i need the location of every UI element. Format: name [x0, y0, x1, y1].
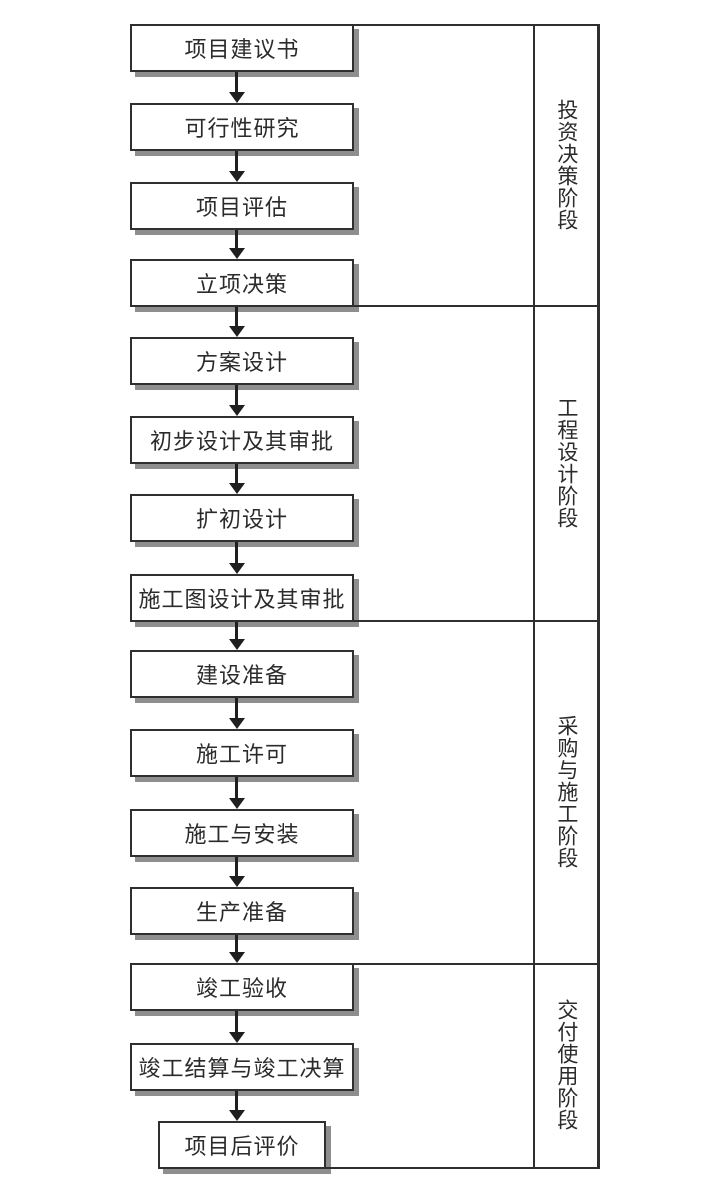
down-arrow-stem [235, 698, 238, 719]
down-arrow-stem [235, 542, 238, 564]
down-arrow-icon [229, 92, 245, 103]
box-expanded-preliminary-design: 扩初设计 [130, 494, 354, 542]
box-production-preparation: 生产准备 [130, 887, 354, 935]
down-arrow-stem [235, 230, 238, 249]
box-scheme-design: 方案设计 [130, 337, 354, 385]
down-arrow-icon [229, 1110, 245, 1121]
down-arrow-icon [229, 171, 245, 182]
down-arrow-icon [229, 876, 245, 887]
phase-column-inner-line [533, 24, 535, 1169]
down-arrow-icon [229, 718, 245, 729]
down-arrow-icon [229, 248, 245, 259]
box-post-project-evaluation: 项目后评价 [158, 1121, 326, 1169]
down-arrow-stem [235, 1091, 238, 1111]
phase-cell-procurement-construction: 采购与施工阶段 [535, 620, 597, 963]
phase-column-outer-line [597, 24, 600, 1169]
down-arrow-stem [235, 622, 238, 640]
down-arrow-icon [229, 326, 245, 337]
down-arrow-stem [235, 151, 238, 172]
phase-label-investment-decision: 投资决策阶段 [554, 98, 579, 231]
phase-label-procurement-construction: 采购与施工阶段 [554, 714, 579, 869]
box-completion-settlement-final-accounts: 竣工结算与竣工决算 [130, 1043, 354, 1091]
down-arrow-icon [229, 1032, 245, 1043]
down-arrow-stem [235, 1011, 238, 1033]
box-completion-acceptance: 竣工验收 [130, 963, 354, 1011]
phase-cell-handover-use: 交付使用阶段 [535, 963, 597, 1167]
down-arrow-icon [229, 798, 245, 809]
phase-bottom-border-line [322, 1167, 600, 1169]
phase-top-border-line [348, 24, 600, 26]
down-arrow-stem [235, 777, 238, 799]
down-arrow-stem [235, 307, 238, 327]
box-construction-drawing-design-approval: 施工图设计及其审批 [130, 574, 354, 622]
down-arrow-stem [235, 857, 238, 877]
down-arrow-icon [229, 563, 245, 574]
down-arrow-icon [229, 639, 245, 650]
box-construction-and-installation: 施工与安装 [130, 809, 354, 857]
phase-label-handover-use: 交付使用阶段 [554, 999, 579, 1131]
down-arrow-stem [235, 385, 238, 406]
box-preliminary-design-approval: 初步设计及其审批 [130, 416, 354, 464]
down-arrow-icon [229, 483, 245, 494]
down-arrow-stem [235, 72, 238, 93]
phase-cell-engineering-design: 工程设计阶段 [535, 305, 597, 620]
box-feasibility-study: 可行性研究 [130, 103, 354, 151]
box-construction-preparation: 建设准备 [130, 650, 354, 698]
phase-divider-line [348, 963, 600, 965]
phase-divider-line [348, 305, 600, 307]
down-arrow-icon [229, 952, 245, 963]
box-project-approval-decision: 立项决策 [130, 259, 354, 307]
down-arrow-stem [235, 935, 238, 953]
box-project-proposal: 项目建议书 [130, 24, 354, 72]
down-arrow-stem [235, 464, 238, 484]
down-arrow-icon [229, 405, 245, 416]
phase-label-engineering-design: 工程设计阶段 [554, 396, 579, 529]
phase-divider-line [348, 620, 600, 622]
box-construction-permit: 施工许可 [130, 729, 354, 777]
box-project-evaluation: 项目评估 [130, 182, 354, 230]
phase-cell-investment-decision: 投资决策阶段 [535, 24, 597, 305]
